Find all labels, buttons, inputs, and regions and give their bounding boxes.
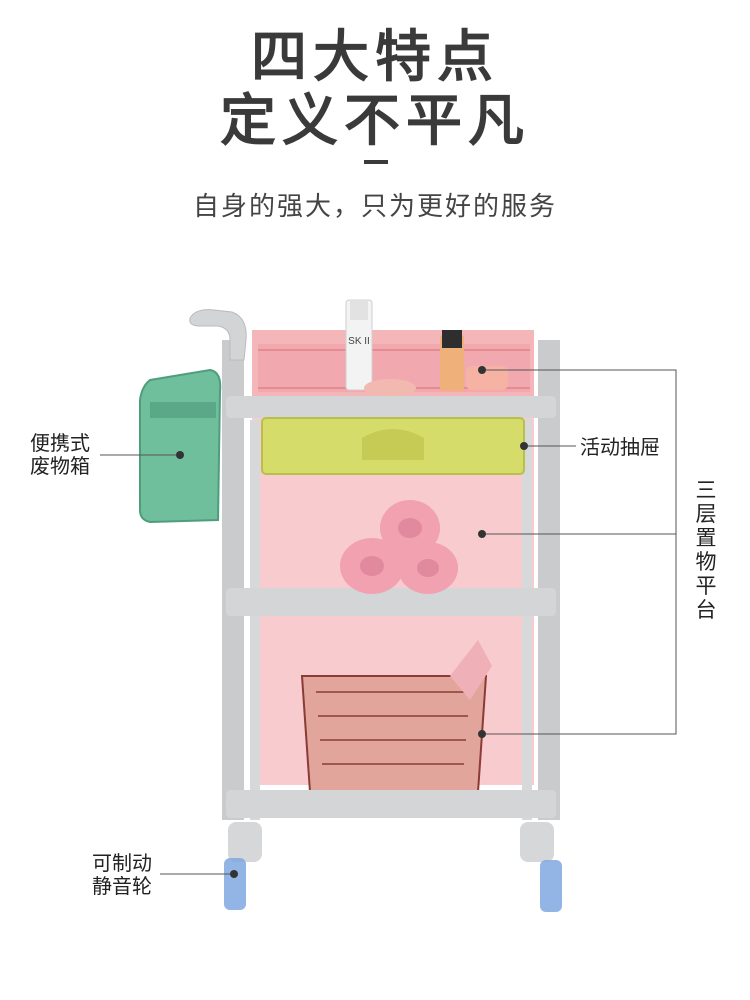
dot-wheel: [230, 870, 238, 878]
caster-wheel-right: [540, 860, 562, 912]
middle-shelf-tray: [226, 588, 556, 616]
push-handle: [189, 309, 247, 361]
wire-basket: [300, 675, 488, 793]
callout-wheels: 可制动 静音轮: [92, 852, 152, 898]
towel-top-roll: [398, 518, 422, 538]
towel-right-roll: [417, 559, 439, 577]
top-shelf-tray: [226, 396, 556, 418]
cosmetic-jar: [466, 366, 508, 390]
callout-shelves-char: 置: [695, 526, 717, 550]
callout-shelves-char: 三: [695, 478, 717, 502]
page-title-line-1: 四大特点: [251, 25, 499, 90]
bottom-shelf-tray: [226, 790, 556, 818]
frame-post-right-back: [522, 420, 532, 820]
bottle-label: SK II: [348, 336, 370, 347]
callout-waste-bin-line-1: 便携式: [30, 431, 90, 455]
foundation-cap: [442, 330, 462, 348]
callout-wheels-line-1: 可制动: [92, 851, 152, 875]
basket-cloth: [450, 640, 492, 700]
dot-shelf-top: [478, 366, 486, 374]
waste-bin-rim: [150, 402, 216, 418]
dot-shelf-bottom: [478, 730, 486, 738]
caster-mount-right: [520, 822, 554, 862]
leader-shelves-bracket: [482, 369, 677, 735]
drawer-handle: [362, 429, 424, 460]
page-title-line-2: 定义不平凡: [220, 89, 530, 154]
basket-wires: [316, 691, 470, 765]
caster-mount-left: [228, 822, 262, 862]
callout-shelves-char: 台: [695, 598, 717, 622]
callout-shelves-char: 物: [695, 550, 717, 574]
frame-post-left-back: [250, 420, 260, 820]
frame-post-right-front: [538, 340, 560, 820]
dot-drawer: [520, 442, 528, 450]
callout-waste-bin-line-2: 废物箱: [30, 454, 90, 478]
callout-shelves-char: 层: [695, 502, 717, 526]
dot-bin: [176, 451, 184, 459]
callout-waste-bin: 便携式 废物箱: [30, 432, 90, 478]
waste-bin: [139, 368, 222, 524]
title-divider: [364, 160, 388, 164]
callout-shelves: 三 层 置 物 平 台: [695, 478, 717, 622]
callout-shelves-char: 平: [695, 574, 717, 598]
callout-wheels-line-2: 静音轮: [92, 874, 152, 898]
foundation-bottle: [440, 335, 464, 391]
cream-jar: [364, 379, 416, 397]
caster-wheel-left: [224, 858, 246, 910]
towel-left-roll: [360, 556, 384, 576]
page-subtitle: 自身的强大，只为更好的服务: [192, 192, 557, 222]
bottle-cap: [350, 300, 368, 320]
dot-shelf-middle: [478, 530, 486, 538]
frame-post-left-front: [222, 340, 244, 820]
callout-drawer: 活动抽屉: [580, 435, 660, 459]
